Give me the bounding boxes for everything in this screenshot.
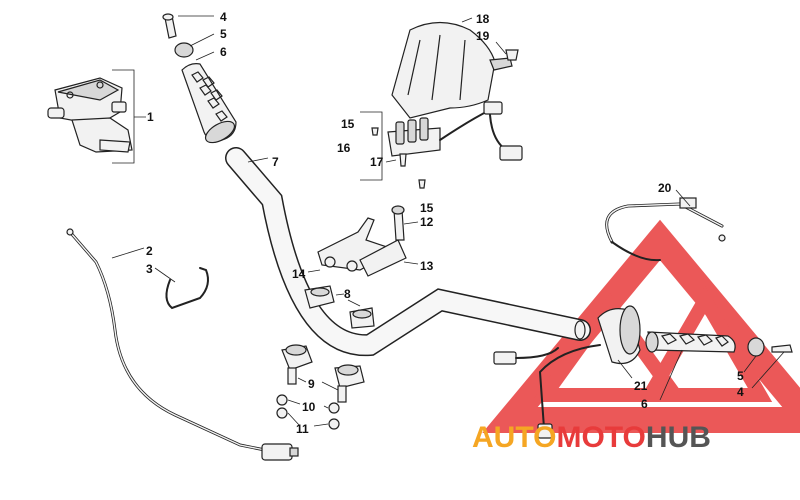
svg-text:AUTOMOTOHUB: AUTOMOTOHUB xyxy=(472,421,711,454)
callout-10: 10 xyxy=(302,400,316,414)
callout-5: 5 xyxy=(220,27,227,41)
watermark-logo: AUTOMOTOHUB xyxy=(472,421,711,454)
callout-11: 11 xyxy=(296,422,309,436)
switch-right-icon xyxy=(493,305,641,439)
callout-4-right: 4 xyxy=(737,385,744,399)
mount-bracket-icon xyxy=(317,205,407,277)
windshield-icon xyxy=(391,21,519,119)
callout-21: 21 xyxy=(634,379,648,393)
callout-17: 17 xyxy=(370,155,384,169)
callout-15-upper: 15 xyxy=(341,117,355,131)
callout-2: 2 xyxy=(146,244,153,258)
cable-right-icon xyxy=(605,197,726,262)
callout-15-lower: 15 xyxy=(420,201,434,215)
bracket-1 xyxy=(112,69,146,164)
grip-right-icon xyxy=(645,331,793,357)
watermark-word-hub: HUB xyxy=(646,421,711,454)
watermark-word-auto: AUTO xyxy=(472,421,556,454)
callout-6: 6 xyxy=(220,45,227,59)
grip-left-icon xyxy=(162,13,237,144)
throttle-housing-icon xyxy=(47,77,133,153)
switch-housing-icon xyxy=(371,101,523,189)
callout-19: 19 xyxy=(476,29,490,43)
callout-5-right: 5 xyxy=(737,369,744,383)
callout-12: 12 xyxy=(420,215,434,229)
watermark-word-moto: MOTO xyxy=(556,421,645,454)
callout-1: 1 xyxy=(147,110,154,124)
clamp-icon xyxy=(304,285,375,329)
callout-13: 13 xyxy=(420,259,434,273)
callout-3: 3 xyxy=(146,262,153,276)
callout-labels: 1 2 3 4 5 6 7 8 9 10 11 12 13 14 15 15 1… xyxy=(146,10,744,436)
callout-20: 20 xyxy=(658,181,672,195)
callout-6-right: 6 xyxy=(641,397,648,411)
callout-7: 7 xyxy=(272,155,279,169)
callout-16: 16 xyxy=(337,141,351,155)
callout-4: 4 xyxy=(220,10,227,24)
handlebar-icon xyxy=(225,147,591,357)
riser-icon xyxy=(276,344,365,430)
callout-8: 8 xyxy=(344,287,351,301)
callout-14: 14 xyxy=(292,267,306,281)
callout-18: 18 xyxy=(476,12,490,26)
cable-left-icon xyxy=(66,228,299,461)
callout-9: 9 xyxy=(308,377,315,391)
